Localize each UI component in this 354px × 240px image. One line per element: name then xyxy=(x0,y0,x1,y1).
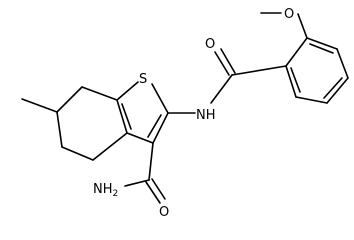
bond-cyclohexane-c7-c6 xyxy=(56,86,83,113)
bond-thiophene-c3a-c3 xyxy=(126,132,154,144)
bond-cyclohexane-c4-c3a xyxy=(92,132,128,161)
bond-carbonyl-double-a xyxy=(214,51,230,76)
bond-thiophene-s-c7a xyxy=(116,81,139,101)
methoxy-oxygen-label: O xyxy=(284,7,294,22)
bond-benzene-5-inner xyxy=(290,67,301,93)
bond-thiophene-c7a-c3a xyxy=(116,99,128,134)
bond-methyl-substituent xyxy=(21,98,58,113)
bond-cyclohexane-c5-c4 xyxy=(61,146,94,161)
carboxamide-oxygen-label: O xyxy=(159,205,169,220)
bond-benzene-6 xyxy=(285,37,308,67)
thiophene-sulfur-label: S xyxy=(139,72,147,87)
bond-carboxamide-double-b xyxy=(151,178,166,200)
chemical-structure: O O S NH NH2 O xyxy=(21,7,349,220)
bond-thiophene-c3-c2 xyxy=(152,112,169,144)
bond-carbonyl-double-b xyxy=(220,48,236,74)
bond-carbonyl-c-nh xyxy=(210,74,233,104)
carboxamide-nitrogen-label: NH2 xyxy=(93,182,118,199)
bond-benzene-2 xyxy=(336,48,349,79)
bond-benzene-1-inner xyxy=(309,43,334,54)
bond-thiophene-c2-s xyxy=(151,83,169,114)
bond-methoxy-o-ring xyxy=(297,13,308,39)
bond-thiophene-c3-c2-inner xyxy=(147,114,162,138)
bond-benzene-4 xyxy=(295,96,328,104)
bond-cyclohexane-c6-c5 xyxy=(56,111,63,148)
atom-labels: O O S NH NH2 O xyxy=(93,7,294,220)
carbonyl-oxygen-label: O xyxy=(205,37,215,52)
bond-benzene-1 xyxy=(306,37,338,50)
amide-nitrogen-label: NH xyxy=(196,108,216,123)
bond-benzene-5 xyxy=(285,65,297,98)
bond-carboxamide-double-a xyxy=(145,181,161,204)
bond-c3-carboxamide-c xyxy=(148,142,154,181)
bond-ring-carbonyl-c xyxy=(231,65,287,76)
bonds xyxy=(21,12,349,204)
bond-thiophene-c7a-c3a-inner xyxy=(121,103,132,130)
bond-cyclohexane-c7a-c7 xyxy=(81,86,118,101)
bond-benzene-3 xyxy=(326,77,349,104)
bond-carboxamide-c-nh2 xyxy=(124,179,150,187)
bond-benzene-3-inner xyxy=(323,77,343,99)
